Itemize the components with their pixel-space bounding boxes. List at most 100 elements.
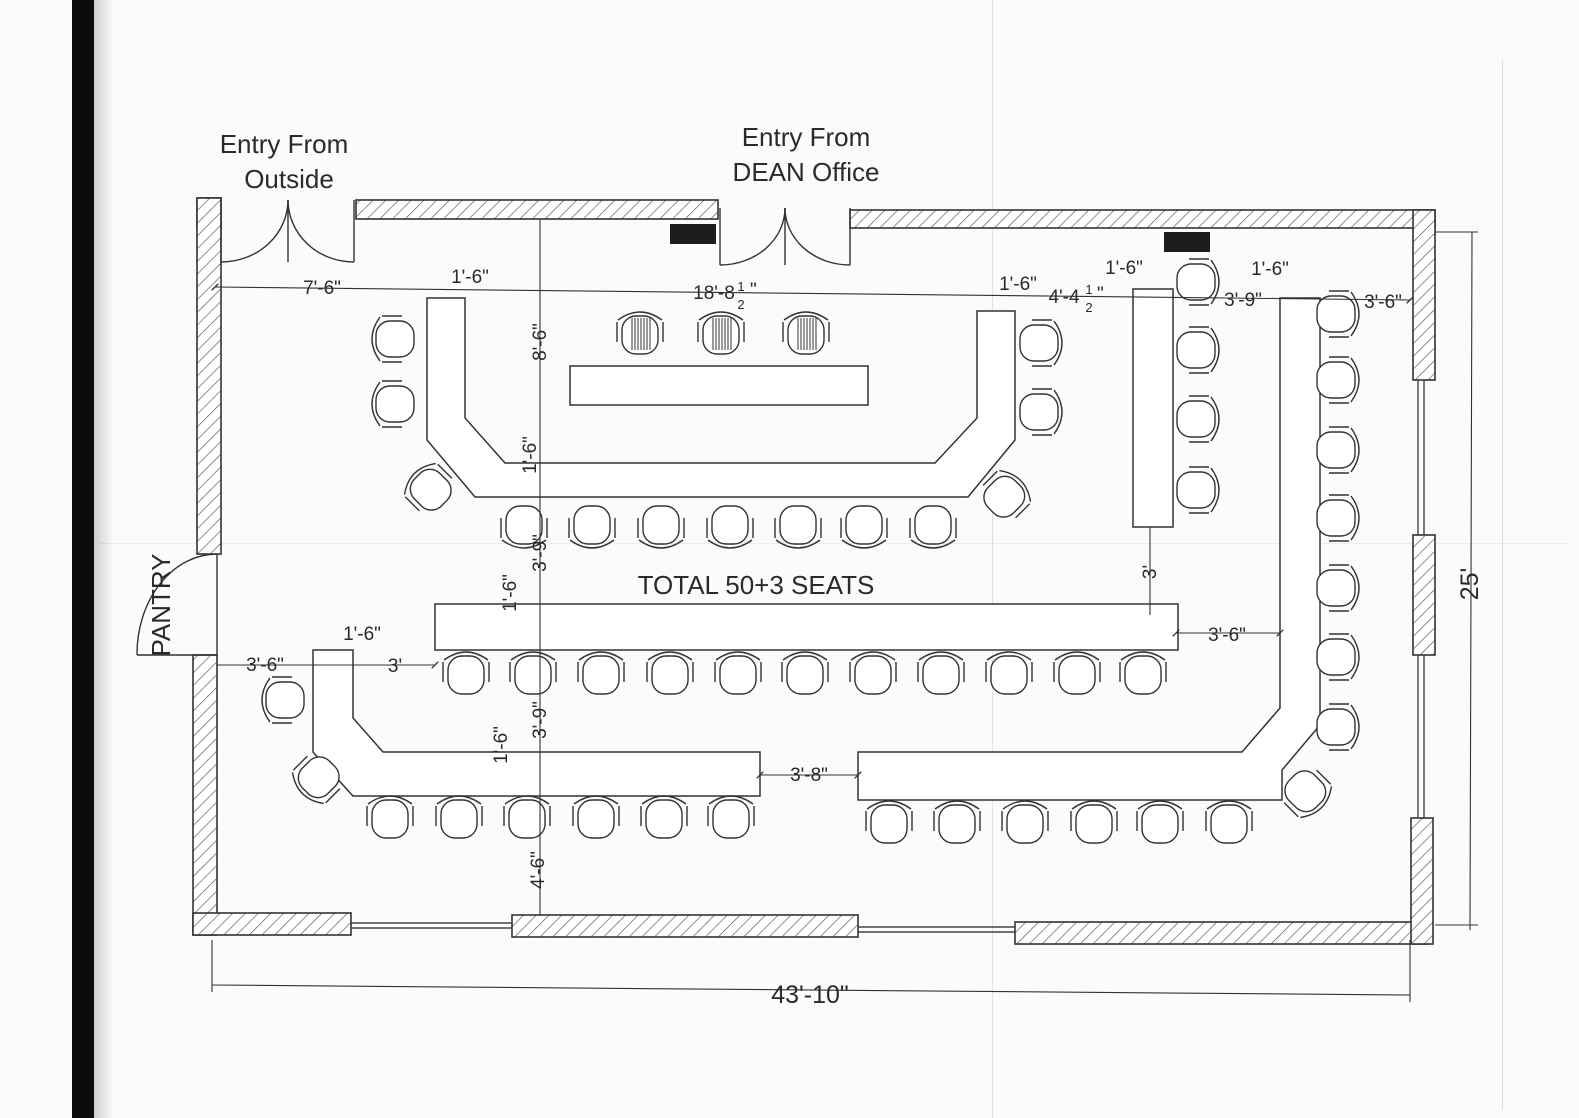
chair: [503, 795, 551, 839]
chair: [1316, 703, 1360, 751]
chair: [840, 505, 888, 549]
dim-3-left: 3': [388, 656, 402, 677]
dim-3-9-top: 3'-9": [1224, 290, 1262, 311]
chair: [435, 795, 483, 839]
chair: [707, 795, 755, 839]
chair: [781, 651, 829, 695]
paper-fold-vertical: [992, 0, 993, 1118]
table-head: [569, 365, 869, 406]
chair: [291, 755, 341, 805]
dim-1-6-left: 1'-6": [343, 624, 381, 645]
door-outside: [220, 199, 355, 263]
chair: [366, 795, 414, 839]
chairs: [261, 258, 1360, 844]
entry-dean-label: Entry From DEAN Office: [733, 122, 880, 187]
dim-4-4-frac-num: 1: [1085, 282, 1092, 297]
dim-3-6-top: 3'-6": [1364, 292, 1402, 313]
wall-left-upper: [196, 197, 222, 555]
chair: [1316, 633, 1360, 681]
chair: [646, 651, 694, 695]
chair: [568, 505, 616, 549]
chair: [403, 462, 453, 512]
chair: [982, 469, 1032, 519]
table-right-l: [857, 297, 1321, 801]
dim-18-8: 18'-8: [693, 283, 735, 304]
chair: [1176, 395, 1220, 443]
chair: [261, 676, 305, 724]
overall-depth: 25': [1456, 568, 1484, 601]
dim-3-6-mid: 3'-6": [1208, 625, 1246, 646]
chair: [985, 651, 1033, 695]
chair: [442, 651, 490, 695]
chair: [1205, 800, 1253, 844]
chair: [1119, 651, 1167, 695]
chair: [371, 380, 415, 428]
pantry-label: PANTRY: [146, 553, 176, 656]
dim-4-4-frac-den: 2: [1085, 300, 1092, 315]
paper-edge-right: [1502, 60, 1503, 1110]
table-right-vertical: [1132, 288, 1174, 528]
dim-3-9-v1: 3'-9": [530, 534, 551, 572]
dim-1-6-a: 1'-6": [451, 267, 489, 288]
wall-bottom-mid: [511, 914, 859, 938]
chair: [1283, 769, 1333, 819]
dim-1-6-v2: 1'-6": [500, 574, 521, 612]
chair: [774, 505, 822, 549]
dim-1-6-v1: 1'-6": [520, 436, 541, 474]
chair: [917, 651, 965, 695]
table-middle: [434, 603, 1179, 651]
dim-4-6: 4'-6": [528, 851, 549, 889]
wall-right-mid: [1412, 534, 1436, 656]
dim-8-6: 8'-6": [530, 323, 551, 361]
chair: [1316, 290, 1360, 338]
wall-right-upper: [1412, 209, 1436, 381]
wall-right-lower: [1410, 817, 1434, 945]
entry-outside-line2: Outside: [244, 164, 334, 194]
dim-1-6-c: 1'-6": [1105, 258, 1143, 279]
chair: [1070, 800, 1118, 844]
chair: [909, 505, 957, 549]
wall-left-lower: [192, 654, 218, 936]
dim-3-6-left: 3'-6": [246, 655, 284, 676]
entry-dean-line2: DEAN Office: [733, 157, 880, 187]
wall-bottom-left: [192, 912, 352, 936]
chair: [572, 795, 620, 839]
chair: [640, 795, 688, 839]
binding-strip: [72, 0, 94, 1118]
chair: [500, 505, 548, 549]
dim-4-4: 4'-4: [1048, 287, 1080, 308]
windows: [351, 380, 1425, 933]
dim-18-8-frac-den: 2: [737, 297, 744, 312]
chair: [782, 311, 830, 355]
overall-width: 43'-10": [771, 981, 849, 1009]
dim-18-8-frac-num: 1: [737, 279, 744, 294]
dim-1-6-b: 1'-6": [999, 274, 1037, 295]
chair: [509, 651, 557, 695]
chair: [1316, 426, 1360, 474]
chair: [697, 311, 745, 355]
dimension-lines: [211, 220, 1478, 1002]
paper-fold-horizontal: [100, 543, 1570, 544]
chair: [371, 315, 415, 363]
dim-1-6-v3: 1'-6": [491, 726, 512, 764]
chair: [1001, 800, 1049, 844]
chair: [1316, 564, 1360, 612]
chair: [849, 651, 897, 695]
chair: [1316, 356, 1360, 404]
chair: [616, 311, 664, 355]
tables: [312, 288, 1321, 801]
chair: [1019, 319, 1063, 367]
total-seats-label: TOTAL 50+3 SEATS: [638, 570, 875, 600]
dim-4-4-frac-close: ": [1097, 284, 1104, 305]
wall-top-mid: [355, 199, 719, 220]
table-u-top: [426, 297, 1016, 498]
chair: [577, 651, 625, 695]
door-dean: [719, 207, 851, 266]
dim-7-6: 7'-6": [303, 278, 341, 299]
chair: [1019, 388, 1063, 436]
dim-3-8: 3'-8": [790, 765, 828, 786]
entry-dean-line1: Entry From: [742, 122, 871, 152]
chair: [1053, 651, 1101, 695]
